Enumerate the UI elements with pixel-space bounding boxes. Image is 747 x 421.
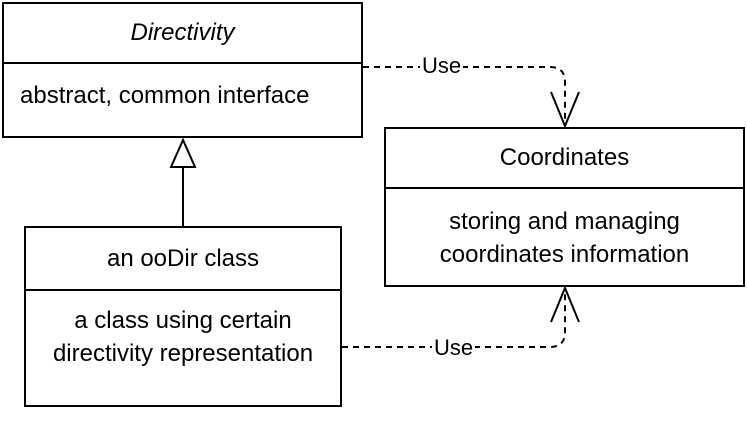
use-label-top: Use	[420, 53, 464, 79]
class-oodir-name: an ooDir class	[26, 228, 340, 291]
inheritance-arrowhead	[169, 137, 197, 168]
class-directivity-description: abstract, common interface	[20, 82, 310, 109]
use-label-bottom: Use	[432, 335, 476, 361]
class-coordinates-description-line-2: coordinates information	[439, 241, 690, 268]
use-dependency-top-line	[363, 66, 566, 125]
use-dependency-bottom-arrowhead	[550, 285, 580, 323]
class-coordinates-name: Coordinates	[386, 129, 743, 189]
class-oodir-description-line-2: directivity representation	[52, 340, 314, 367]
class-oodir-description-line-1: a class using certain	[74, 307, 292, 334]
class-coordinates-description-line-1: storing and managing	[449, 208, 680, 235]
class-directivity: Directivity abstract, common interface	[2, 2, 363, 138]
class-oodir-description: a class using certain directivity repres…	[26, 291, 340, 370]
class-coordinates-description: storing and managing coordinates informa…	[386, 189, 743, 271]
use-dependency-top-arrowhead	[550, 91, 580, 129]
class-oodir: an ooDir class a class using certain dir…	[24, 226, 342, 407]
class-directivity-name: Directivity	[4, 4, 361, 64]
class-coordinates: Coordinates storing and managing coordin…	[384, 127, 745, 287]
use-dependency-bottom-line	[342, 289, 566, 348]
